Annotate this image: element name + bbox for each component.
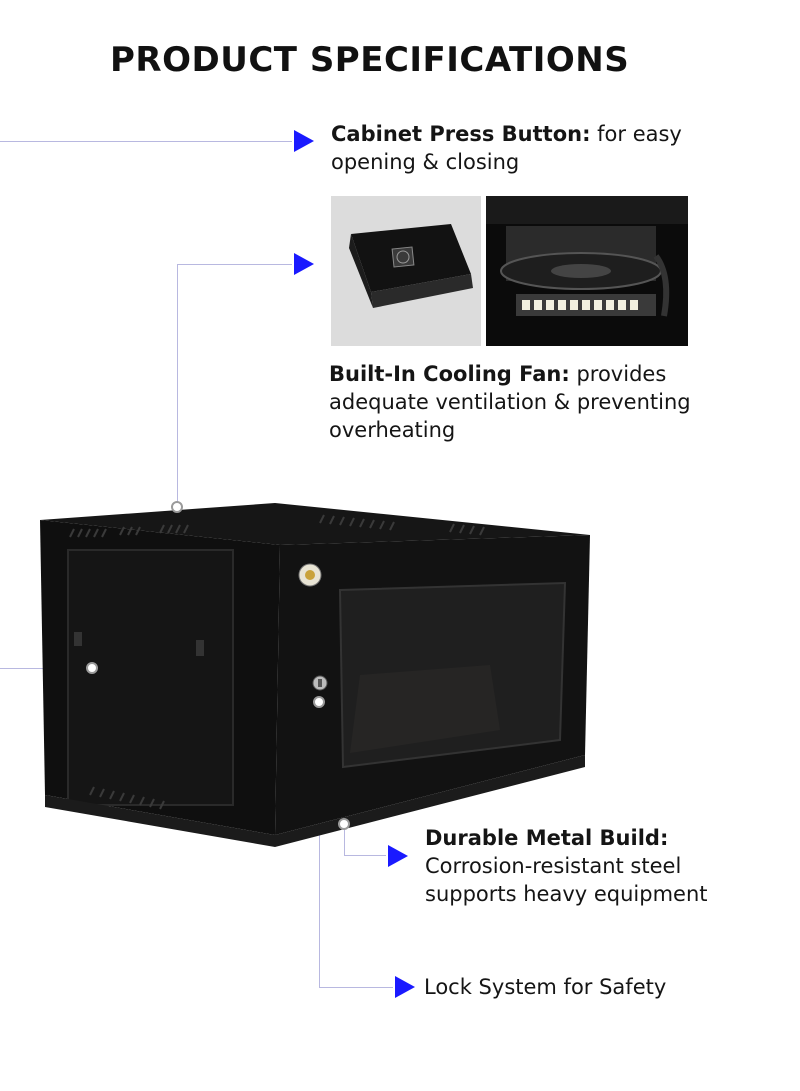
callout-metal-build: Durable Metal Build: Corrosion-resistant… — [425, 824, 745, 908]
connector-lock-horizontal — [319, 987, 393, 988]
connector-press-button — [0, 141, 292, 142]
marker-dot-cooling-fan — [171, 501, 183, 513]
callout-metal-build-text: Corrosion-resistant steel supports heavy… — [425, 854, 708, 906]
callout-cooling-fan: Built-In Cooling Fan: provides adequate … — [329, 360, 729, 444]
top-panel-photo — [331, 196, 481, 346]
connector-metal-vertical — [344, 826, 345, 856]
callout-press-button-title: Cabinet Press Button: — [331, 122, 591, 146]
marker-dot-side-panel — [86, 662, 98, 674]
arrow-lock-icon — [395, 976, 415, 998]
callout-cooling-fan-text: provides adequate ventilation & preventi… — [329, 362, 691, 442]
page-title: PRODUCT SPECIFICATIONS — [110, 40, 630, 80]
connector-lock-vertical — [319, 702, 320, 988]
callout-metal-build-title: Durable Metal Build: — [425, 826, 669, 850]
arrow-cooling-fan-icon — [294, 253, 314, 275]
callout-press-button-text: for easy opening & closing — [331, 122, 682, 174]
network-cabinet-image — [40, 503, 590, 847]
callout-cooling-fan-title: Built-In Cooling Fan: — [329, 362, 570, 386]
callout-lock-text: Lock System for Safety — [424, 975, 667, 999]
connector-fan-horizontal — [177, 264, 292, 265]
callout-lock: Lock System for Safety — [424, 973, 754, 1001]
marker-dot-metal-build — [338, 818, 350, 830]
arrow-press-button-icon — [294, 130, 314, 152]
marker-dot-lock — [313, 696, 325, 708]
connector-fan-vertical — [177, 264, 178, 507]
arrow-metal-build-icon — [388, 845, 408, 867]
connector-metal-horizontal — [344, 855, 386, 856]
callout-press-button: Cabinet Press Button: for easy opening &… — [331, 120, 771, 176]
cooling-fan-photo — [486, 196, 688, 346]
